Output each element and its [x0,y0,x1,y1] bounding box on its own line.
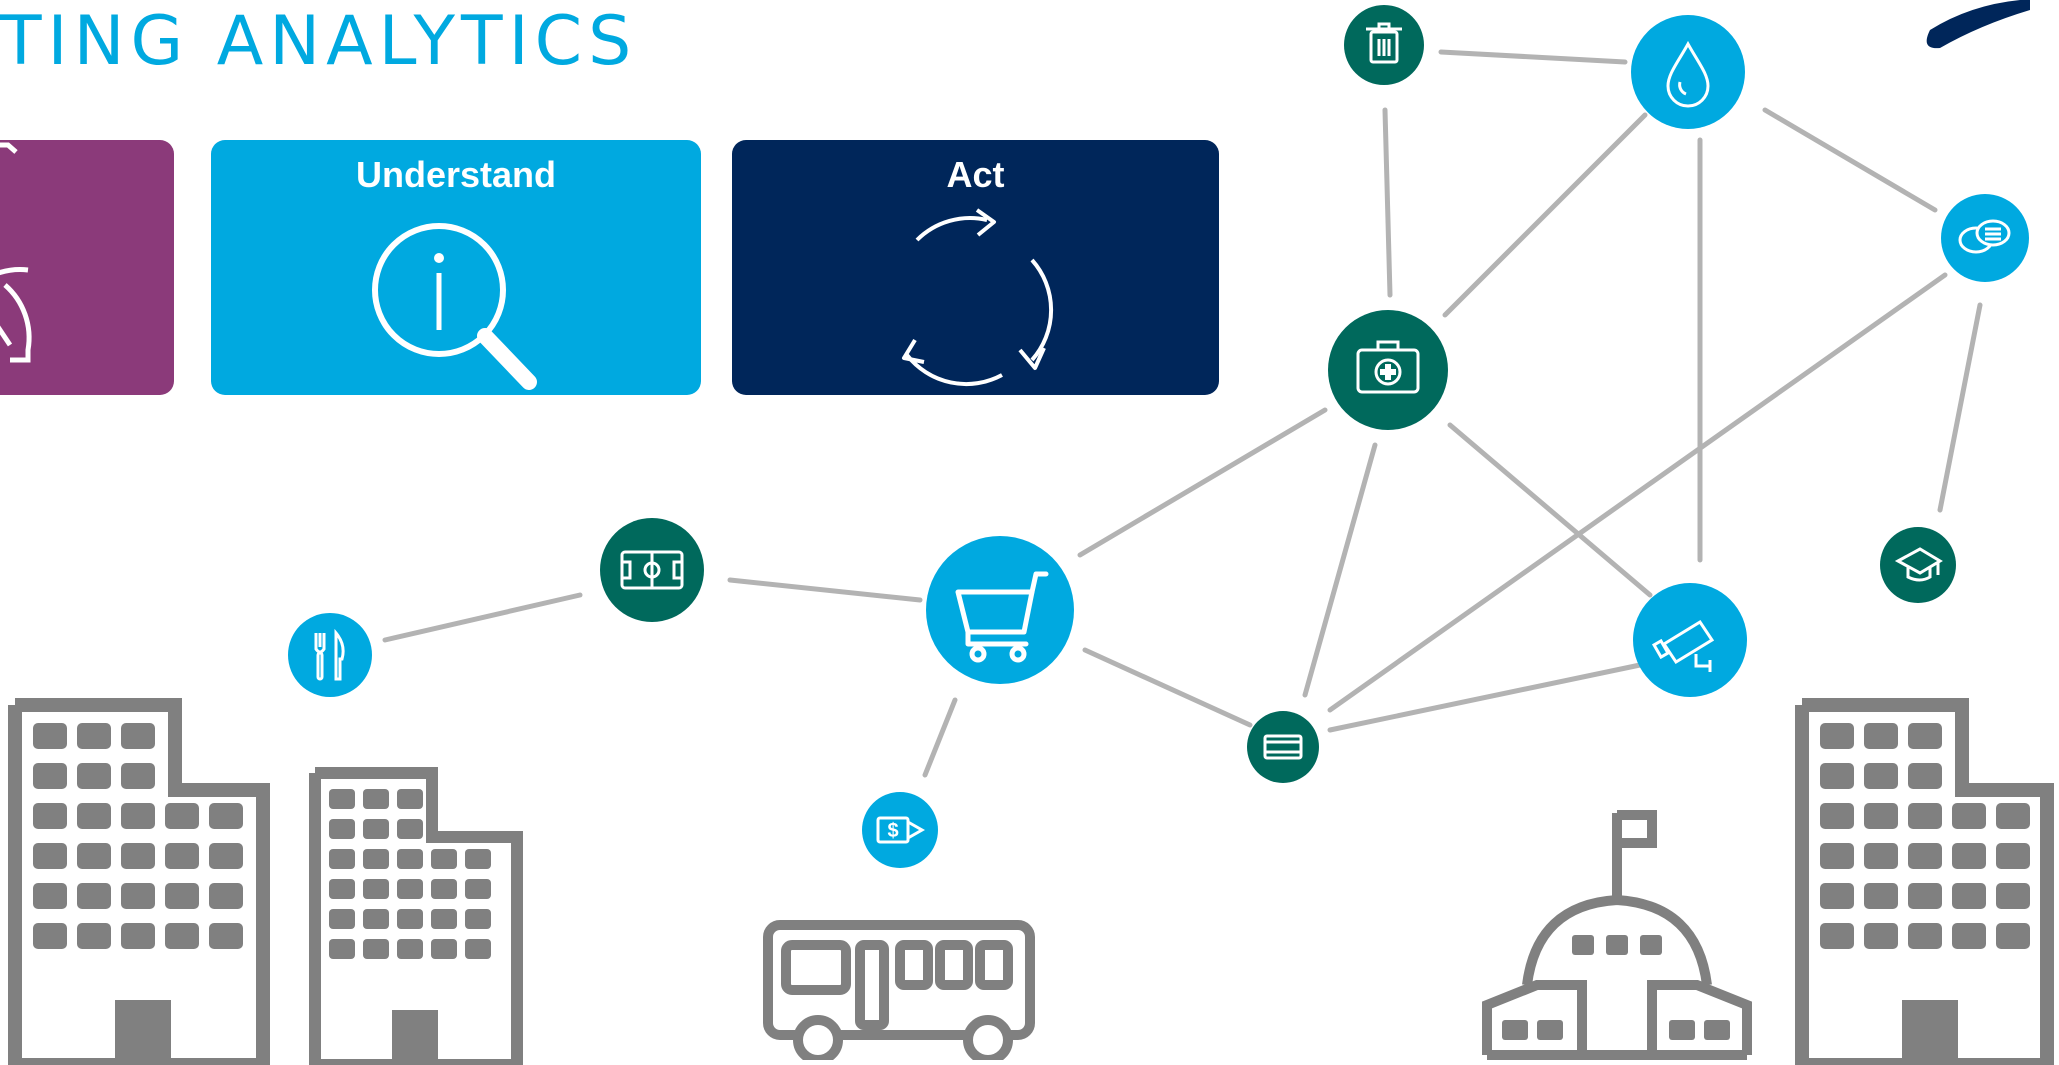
stadium-icon [620,550,684,590]
security-camera-node [1633,583,1747,697]
trash-icon [1366,22,1402,64]
speech-bubbles-node [1941,194,2029,282]
connection-line [1327,272,1948,713]
connection-line [1302,442,1378,698]
office-building-right-icon [1795,698,2054,1065]
cycle-arrows-icon [902,208,1054,387]
price-tag-icon: $ [876,816,926,844]
shopping-cart-icon [955,571,1049,663]
stadium-node [600,518,704,622]
film-icon [1263,734,1303,760]
card-partial [0,140,174,395]
connection-line [727,577,923,603]
corner-accent-shape [1926,0,2030,49]
card-understand-label: Understand [355,154,557,195]
connection-line [1442,112,1648,318]
gauge-icon [0,142,32,363]
graduation-cap-icon [1894,547,1943,582]
office-building-small-icon [309,767,523,1065]
card-act: Act [732,140,1219,395]
trash-node [1344,5,1424,85]
price-tag-node: $ [862,792,938,868]
connection-line [1438,49,1628,65]
connection-lines [382,49,1983,778]
medical-kit-icon [1356,340,1420,394]
water-drop-node [1631,15,1745,129]
office-building-icon [8,698,270,1065]
water-drop-icon [1666,40,1710,108]
connection-line [1077,407,1328,558]
connection-line [1937,302,1983,513]
school-icon [1482,810,1752,1060]
film-node [1247,711,1319,783]
cutlery-icon [314,628,345,681]
cutlery-node [288,613,372,697]
connection-line [1327,662,1643,733]
medical-kit-node [1328,310,1448,430]
magnifier-info-icon [372,223,537,390]
shopping-cart-node [926,536,1074,684]
bus-icon [763,920,1035,1060]
connection-line [1447,422,1653,598]
svg-text:$: $ [887,820,898,842]
connection-line [1082,647,1253,728]
connection-line [382,592,583,643]
connection-line [1762,107,1938,213]
security-camera-icon [1651,619,1715,672]
card-act-label: Act [946,154,1005,195]
connection-line [1382,107,1393,298]
page-title: TING ANALYTICS [0,2,638,81]
graduation-cap-node [1880,527,1956,603]
connection-line [922,697,958,778]
speech-bubbles-icon [1958,219,2011,254]
card-understand: Understand [211,140,701,395]
